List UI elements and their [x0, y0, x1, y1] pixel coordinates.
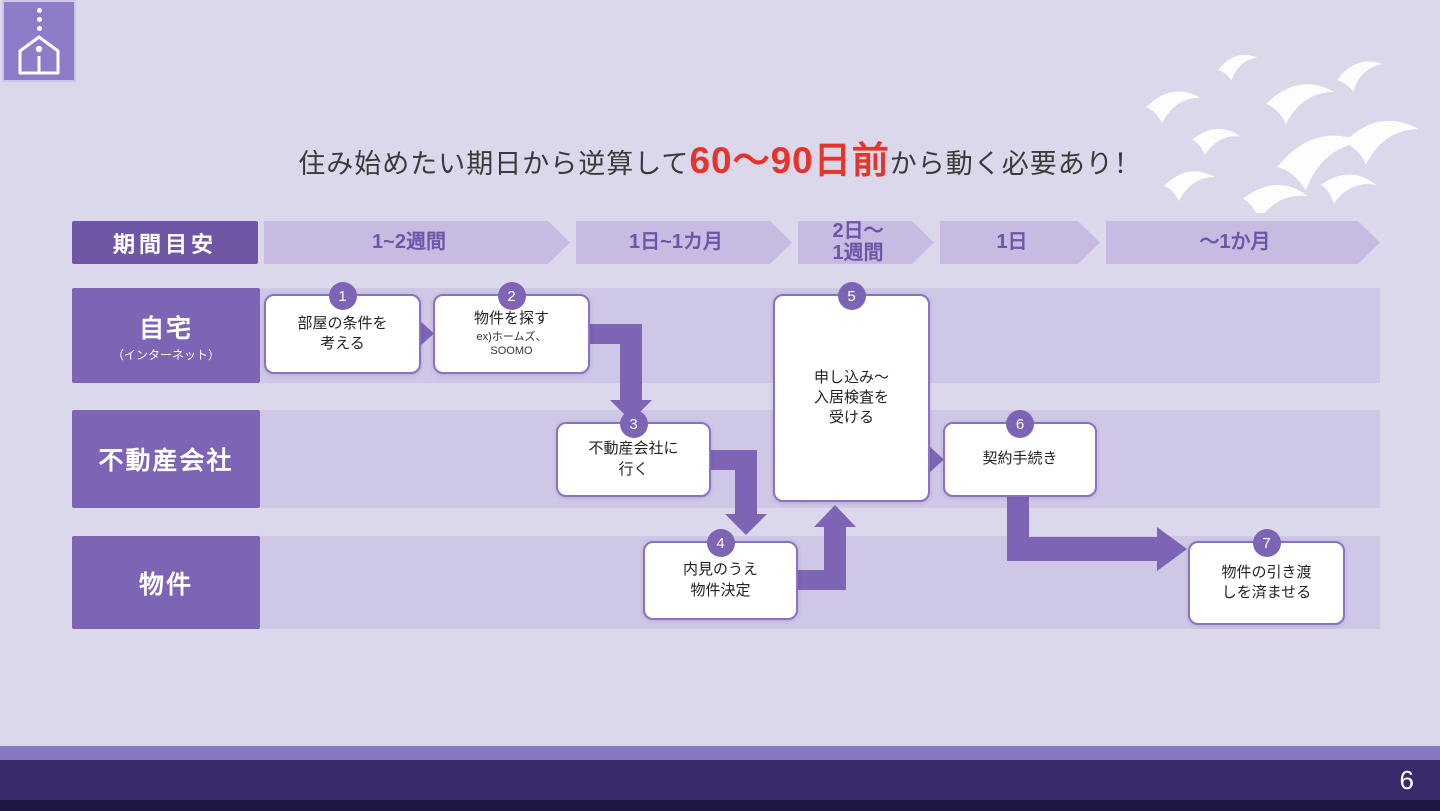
footer-accent-strip [0, 746, 1440, 760]
lane-label-property-text: 物件 [138, 570, 193, 599]
step-6-number-badge: 6 [1006, 410, 1034, 438]
dots-icon [36, 8, 42, 31]
timeline-segment-1: 1~2週間 [264, 221, 570, 264]
lane-label-home-text: 自宅 [138, 314, 193, 343]
lane-label-agency-text: 不動産会社 [98, 447, 234, 475]
timeline-header: 期間目安 [72, 221, 258, 264]
arrow-step3-to-step4-icon [725, 514, 767, 535]
step-7-number-badge: 7 [1252, 529, 1281, 557]
step-6-text: 契約手続き [982, 450, 1058, 468]
step-6: 6 契約手続き [943, 410, 1097, 497]
arrow-step3-to-step4-shaft [735, 450, 757, 516]
step-2: 2 物件を探す ex)ホームズ、 SOOMO [433, 282, 590, 374]
step-3-text: 不動産会社に 行く [588, 440, 679, 478]
step-1-text: 部屋の条件を 考える [297, 314, 388, 352]
title-suffix: から動く必要あり！ [889, 149, 1142, 179]
slide-title: 住み始めたい期日から逆算して60〜90日前から動く必要あり！ [0, 134, 1440, 196]
footer-bottom-strip [0, 800, 1440, 811]
arrow-step4-to-step5-shaft [824, 526, 846, 590]
step-7-text: 物件の引き渡 しを済ませる [1221, 563, 1312, 601]
step-3-number-badge: 3 [619, 410, 648, 438]
title-prefix: 住み始めたい期日から逆算して [298, 149, 690, 179]
step-5-text: 申し込み〜 入居検査を 受ける [813, 368, 889, 427]
arrow-step4-to-step5-icon [814, 505, 856, 527]
title-highlight: 60〜90日前 [689, 140, 890, 181]
step-1-number-badge: 1 [328, 282, 357, 310]
step-1: 1 部屋の条件を 考える [264, 282, 421, 374]
timeline-segment-5: 〜1か月 [1106, 221, 1380, 264]
step-4-number-badge: 4 [706, 529, 735, 557]
step-4: 4 内見のうえ 物件決定 [643, 529, 798, 620]
step-3: 3 不動産会社に 行く [556, 410, 711, 497]
page-number: 6 [1399, 764, 1414, 795]
step-2-subtext: ex)ホームズ、 SOOMO [476, 331, 547, 358]
home-logo [2, 0, 76, 82]
step-2-number-badge: 2 [497, 282, 526, 310]
step-5: 5 申し込み〜 入居検査を 受ける [773, 282, 930, 502]
timeline-segment-3: 2日〜 1週間 [798, 221, 934, 264]
arrow-step6-to-step7-shaft [1007, 537, 1159, 561]
step-4-text: 内見のうえ 物件決定 [682, 561, 758, 599]
timeline-segment-4: 1日 [940, 221, 1100, 264]
arrow-step2-to-step3-shaft [589, 324, 627, 344]
lane-label-home: 自宅 （インターネット） [72, 288, 260, 383]
arrow-step2-to-step3-shaft [620, 324, 642, 402]
lane-label-property: 物件 [72, 536, 260, 629]
house-icon [18, 35, 60, 75]
timeline-segment-2: 1日~1カ月 [576, 221, 792, 264]
step-5-number-badge: 5 [837, 282, 866, 310]
step-7: 7 物件の引き渡 しを済ませる [1188, 529, 1345, 625]
lane-label-agency: 不動産会社 [72, 410, 260, 508]
step-2-text: 物件を探す [473, 310, 549, 328]
lane-label-home-subtext: （インターネット） [111, 347, 220, 362]
footer-bar: 6 [0, 760, 1440, 800]
